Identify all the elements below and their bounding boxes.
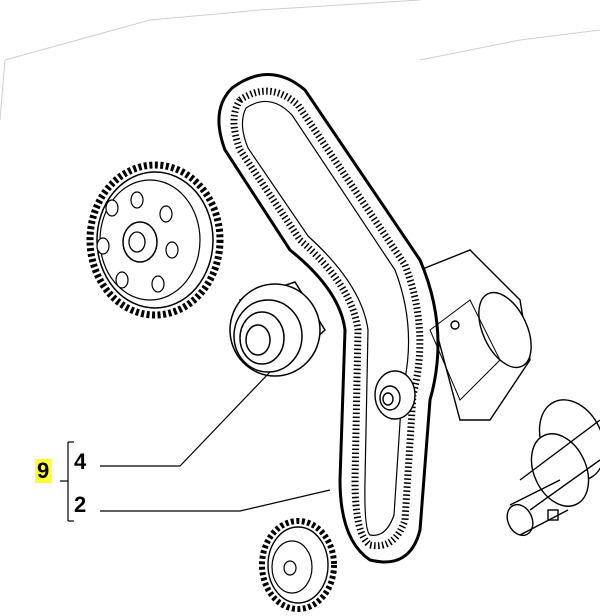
callout-leaders [60,371,331,522]
part-number-upper: 4 [74,449,87,474]
timing-belt [217,73,440,564]
tensioner-pulley [229,281,326,377]
group-number-label: 9 [35,458,52,483]
camshaft-pulley [86,161,224,319]
crankshaft-hub [374,299,501,420]
crankshaft-pulley [259,518,337,612]
leader-line-lower [100,489,331,512]
leader-line-upper [100,371,271,467]
part-number-lower: 2 [74,492,87,517]
crankshaft [419,249,600,537]
engine-block-outline [0,0,600,121]
